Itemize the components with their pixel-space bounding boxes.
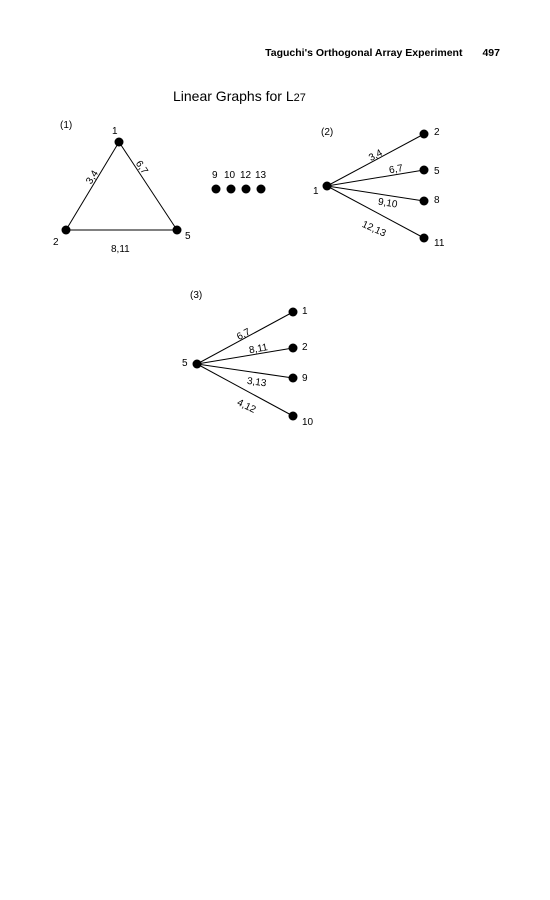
isolated-node-13 [256,184,266,194]
graph-3-node-2 [288,343,298,353]
graph-2-edge-label-9-10: 9,10 [377,197,398,211]
isolated-node-10 [226,184,236,194]
graph-1-edge-1-5 [118,141,178,231]
graph-3-edge-5-9 [196,363,294,379]
figure-title-main: Linear Graphs for L [173,88,294,104]
graph-3-edge-5-10 [196,363,294,417]
graph-2-node-2 [419,129,429,139]
graph-1-edge-label-8-11: 8,11 [111,244,130,255]
graph-3-edge-label-8-11: 8,11 [248,342,269,356]
graph-2-edge-label-6-7: 6,7 [388,163,404,176]
graph-2-node-label-1: 1 [313,186,319,197]
graph-1-node-label-1: 1 [112,126,118,137]
graph-1-label: (1) [60,120,72,131]
running-head: Taguchi's Orthogonal Array Experiment 497 [265,47,500,59]
graph-3-node-9 [288,373,298,383]
graph-2-edge-1-2 [326,133,425,187]
graph-1-node-label-5: 5 [185,231,191,242]
graph-1-edge-1-2 [65,141,120,231]
graph-3-node-1 [288,307,298,317]
graph-2-edge-label-12-13: 12,13 [360,219,388,239]
graph-2-node-label-5: 5 [434,166,440,177]
graph-2-node-11 [419,233,429,243]
graph-3-node-label-10: 10 [302,417,314,428]
graph-3-node-label-1: 1 [302,306,308,317]
isolated-node-label-13: 13 [255,170,267,181]
graph-3-edge-label-6-7: 6,7 [235,326,253,342]
graph-2-edge-label-3-4: 3,4 [367,147,385,163]
graph-3-edge-label-3-13: 3,13 [246,376,267,390]
graph-2-label: (2) [321,127,333,138]
running-title: Taguchi's Orthogonal Array Experiment [265,47,463,59]
graph-3-node-10 [288,411,298,421]
figure-title: Linear Graphs for L27 [173,88,306,104]
isolated-node-label-9: 9 [212,170,218,181]
isolated-node-9 [211,184,221,194]
graph-3-edge-label-4-12: 4,12 [235,397,258,416]
graph-1: (1) 1 2 5 3,4 6,7 8,11 [53,120,191,255]
graph-1-node-1 [114,137,124,147]
graph-3: (3) 5 1 2 9 10 6,7 8,11 3,13 4,12 [182,290,314,428]
graph-1-node-2 [61,225,71,235]
graph-2-node-5 [419,165,429,175]
graph-3-node-label-5: 5 [182,358,188,369]
graph-2-node-label-11: 11 [434,238,445,249]
graph-2-edge-1-5 [326,169,425,187]
graph-1-edge-label-3-4: 3,4 [84,168,101,186]
isolated-node-label-10: 10 [224,170,236,181]
graph-3-node-5 [192,359,202,369]
graph-3-edge-5-2 [196,347,294,365]
graph-2: (2) 1 2 5 8 11 3,4 6,7 9,10 12,13 [313,127,445,249]
graph-2-edge-1-11 [326,185,425,239]
graph-3-node-label-2: 2 [302,342,308,353]
graph-2-node-label-8: 8 [434,195,440,206]
figure-title-subscript: 27 [293,92,306,104]
isolated-node-12 [241,184,251,194]
page-number: 497 [482,47,500,59]
graph-2-node-1 [322,181,332,191]
graph-1-edge-label-6-7: 6,7 [133,159,150,177]
graph-2-edge-1-8 [326,185,425,202]
graph-2-node-label-2: 2 [434,127,440,138]
graph-1-node-label-2: 2 [53,237,59,248]
graph-3-edge-5-1 [196,311,294,365]
graph-3-node-label-9: 9 [302,373,308,384]
graph-3-label: (3) [190,290,202,301]
isolated-node-label-12: 12 [240,170,252,181]
isolated-nodes: 9 10 12 13 [211,170,267,194]
graph-1-node-5 [172,225,182,235]
graph-2-node-8 [419,196,429,206]
